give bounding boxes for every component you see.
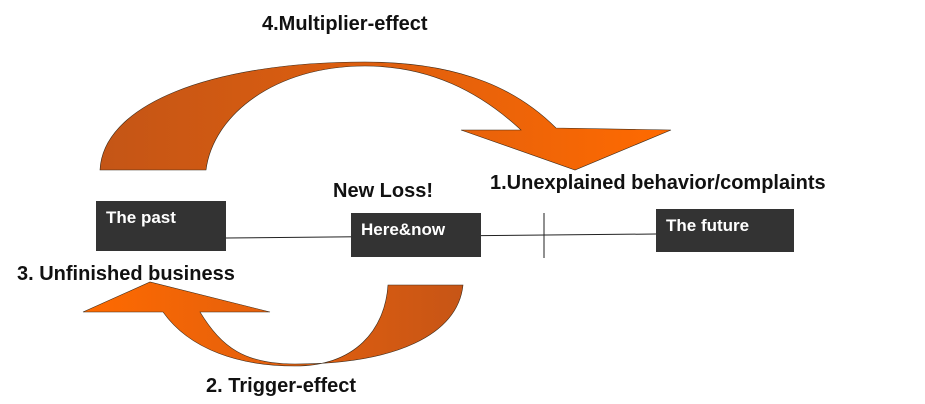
the-future-box: The future	[656, 209, 794, 252]
unfinished-business-label: 3. Unfinished business	[17, 263, 235, 285]
trigger-effect-label: 2. Trigger-effect	[206, 375, 357, 397]
multiplier-effect-label: 4.Multiplier-effect	[262, 13, 428, 35]
trigger-arrow	[82, 281, 464, 367]
the-past-box: The past	[96, 201, 226, 251]
multiplier-arrow	[99, 61, 672, 171]
here-and-now-box: Here&now	[351, 213, 481, 257]
new-loss-label: New Loss!	[333, 180, 434, 202]
unexplained-behavior-label: 1.Unexplained behavior/complaints	[490, 172, 826, 194]
